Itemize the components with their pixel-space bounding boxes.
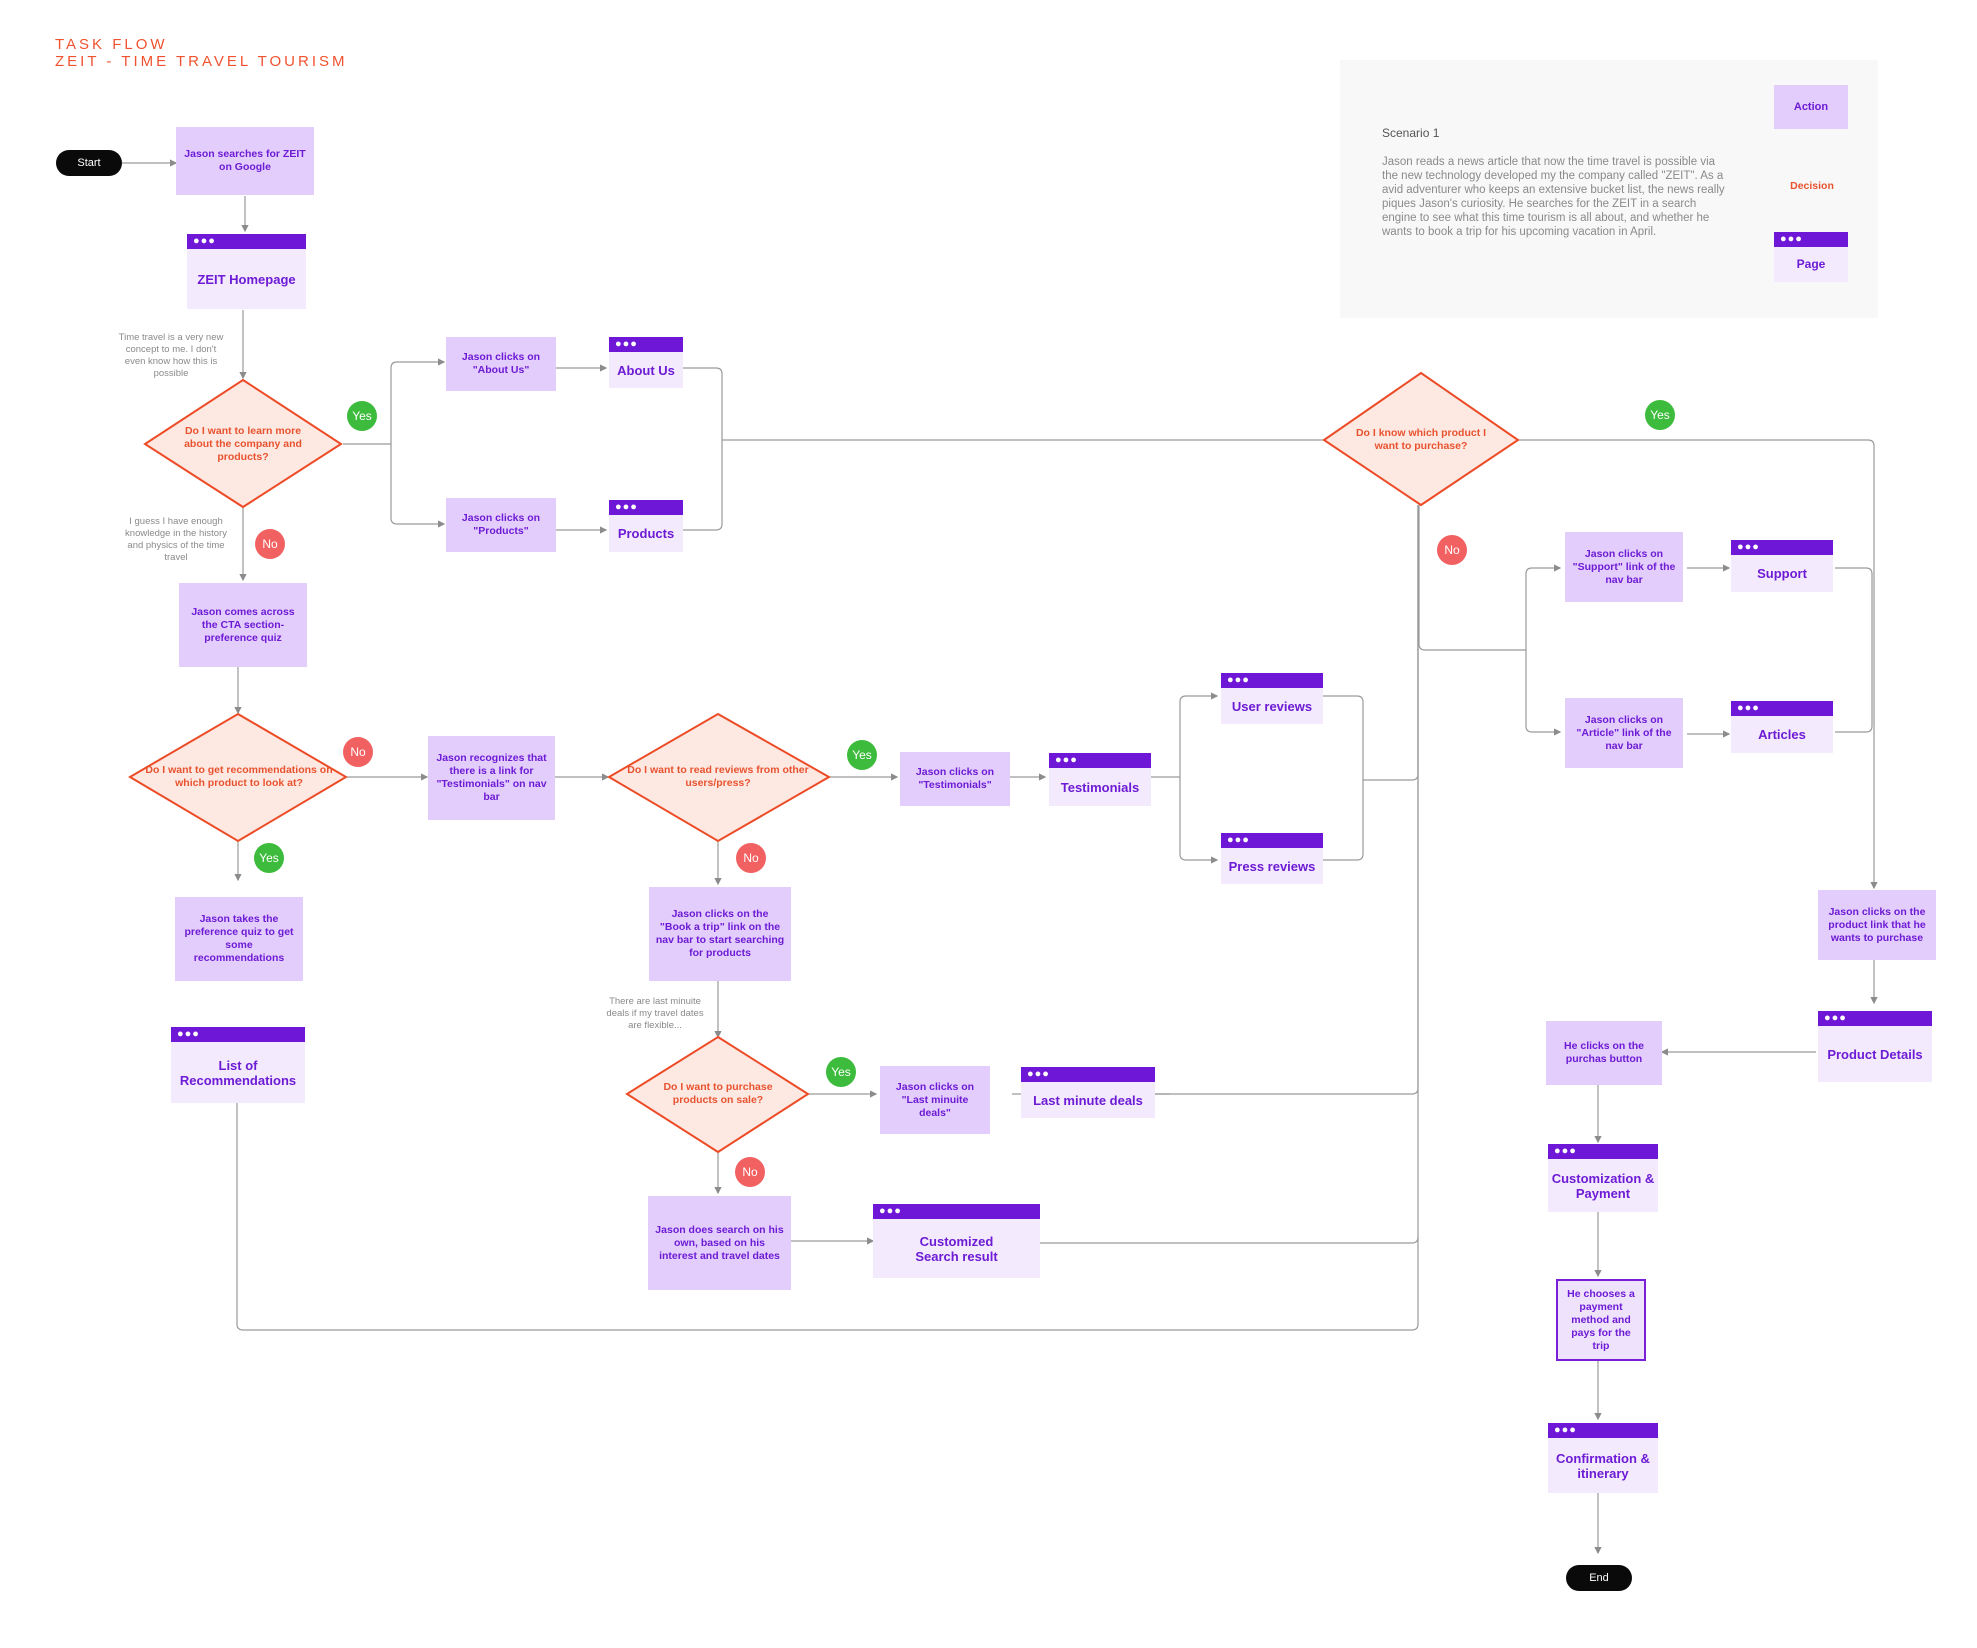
legend-action: Action (1774, 85, 1848, 129)
decision-learn-more-shape (143, 378, 343, 509)
yes-badge-know-product: Yes (1645, 400, 1675, 430)
action-clicks-product-link: Jason clicks on the product link that he… (1818, 890, 1936, 960)
action-search-google: Jason searches for ZEIT on Google (176, 127, 314, 195)
page-products: ●●● Products (609, 500, 683, 552)
action-clicks-support: Jason clicks on "Support" link of the na… (1565, 532, 1683, 602)
yes-badge-purchase-sale: Yes (826, 1057, 856, 1087)
action-clicks-last-minute: Jason clicks on "Last minuite deals" (880, 1066, 990, 1134)
no-badge-recommendations: No (343, 737, 373, 767)
page-customization: ●●● Customization & Payment (1548, 1144, 1658, 1212)
note-enough-knowledge: I guess I have enough knowledge in the h… (125, 516, 227, 563)
action-clicks-about: Jason clicks on "About Us" (446, 337, 556, 391)
flow-title: TASK FLOW (55, 36, 168, 53)
legend-decision-label: Decision (1790, 180, 1834, 192)
decision-purchase-sale: Do I want to purchase products on sale? (663, 1081, 773, 1106)
page-about: ●●● About Us (609, 337, 683, 388)
action-clicks-purchase: He clicks on the purchas button (1546, 1021, 1662, 1085)
legend-page: ●●● Page (1774, 232, 1848, 282)
flow-subtitle: ZEIT - TIME TRAVEL TOURISM (55, 53, 348, 70)
page-confirmation: ●●● Confirmation & itinerary (1548, 1423, 1658, 1493)
decision-recommendations-shape (128, 712, 348, 843)
end-terminal: End (1566, 1565, 1632, 1591)
action-clicks-article: Jason clicks on "Article" link of the na… (1565, 698, 1683, 768)
page-articles: ●●● Articles (1731, 701, 1833, 753)
decision-recommendations: Do I want to get recommendations on whic… (145, 764, 333, 789)
page-last-minute: ●●● Last minute deals (1021, 1067, 1155, 1118)
scenario-title: Scenario 1 (1382, 126, 1440, 140)
page-testimonials: ●●● Testimonials (1049, 753, 1151, 806)
decision-know-product: Do I know which product I want to purcha… (1355, 427, 1487, 452)
yes-badge-recommendations: Yes (254, 843, 284, 873)
action-clicks-book-trip: Jason clicks on the "Book a trip" link o… (649, 887, 791, 981)
no-badge-learn-more: No (255, 529, 285, 559)
note-last-minute: There are last minuite deals if my trave… (606, 996, 704, 1031)
decision-purchase-sale-shape (625, 1035, 810, 1154)
no-badge-purchase-sale: No (735, 1157, 765, 1187)
page-homepage: ●●● ZEIT Homepage (187, 234, 306, 309)
page-support: ●●● Support (1731, 540, 1833, 592)
decision-learn-more: Do I want to learn more about the compan… (184, 424, 302, 463)
action-chooses-payment: He chooses a payment method and pays for… (1556, 1279, 1646, 1361)
page-user-reviews: ●●● User reviews (1221, 673, 1323, 724)
decision-read-reviews-shape (607, 712, 832, 843)
action-own-search: Jason does search on his own, based on h… (648, 1196, 791, 1290)
page-product-details: ●●● Product Details (1818, 1011, 1932, 1082)
decision-read-reviews: Do I want to read reviews from other use… (627, 764, 809, 789)
action-recognizes-testimonials: Jason recognizes that there is a link fo… (428, 736, 555, 820)
decision-know-product-shape (1322, 371, 1520, 507)
start-terminal: Start (56, 150, 122, 176)
action-clicks-products: Jason clicks on "Products" (446, 498, 556, 552)
action-cta-quiz: Jason comes across the CTA section- pref… (179, 583, 307, 667)
action-clicks-testimonials: Jason clicks on "Testimonials" (900, 752, 1010, 806)
action-takes-quiz: Jason takes the preference quiz to get s… (175, 897, 303, 981)
page-recommendations: ●●● List of Recommendations (171, 1027, 305, 1103)
page-press-reviews: ●●● Press reviews (1221, 833, 1323, 884)
note-new-concept: Time travel is a very new concept to me.… (118, 332, 224, 379)
yes-badge-read-reviews: Yes (847, 740, 877, 770)
scenario-text: Jason reads a news article that now the … (1382, 156, 1725, 238)
no-badge-know-product: No (1437, 535, 1467, 565)
yes-badge-learn-more: Yes (347, 401, 377, 431)
no-badge-read-reviews: No (736, 843, 766, 873)
page-search-result: ●●● Customized Search result (873, 1204, 1040, 1278)
